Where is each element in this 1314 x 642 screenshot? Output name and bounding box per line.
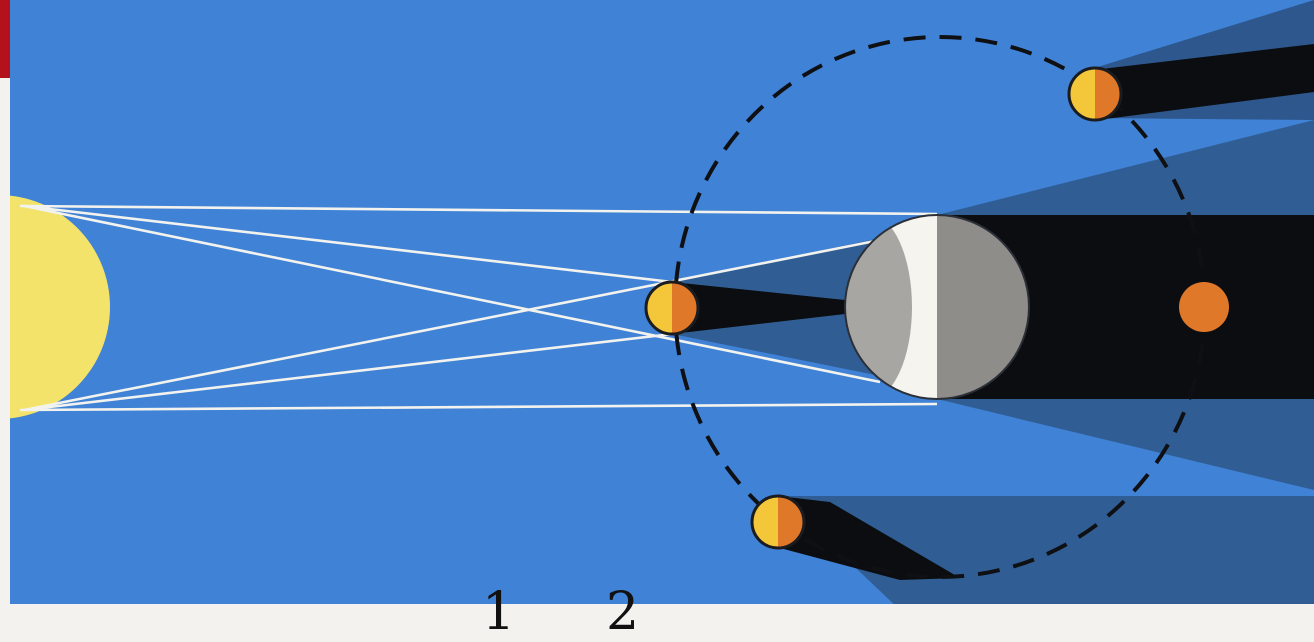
- moon-top: [1069, 68, 1121, 120]
- moon-right-eclipsed: [1179, 282, 1229, 332]
- red-accent-bar: [0, 0, 10, 78]
- diagram-canvas: 1 2: [0, 0, 1314, 617]
- moon-bottom: [752, 496, 804, 548]
- figure-label-2: 2: [606, 586, 639, 626]
- figure-label-1: 1: [482, 586, 515, 626]
- moon-left: [646, 282, 698, 334]
- eclipse-diagram: [0, 0, 1314, 617]
- bottom-strip: [0, 604, 1314, 617]
